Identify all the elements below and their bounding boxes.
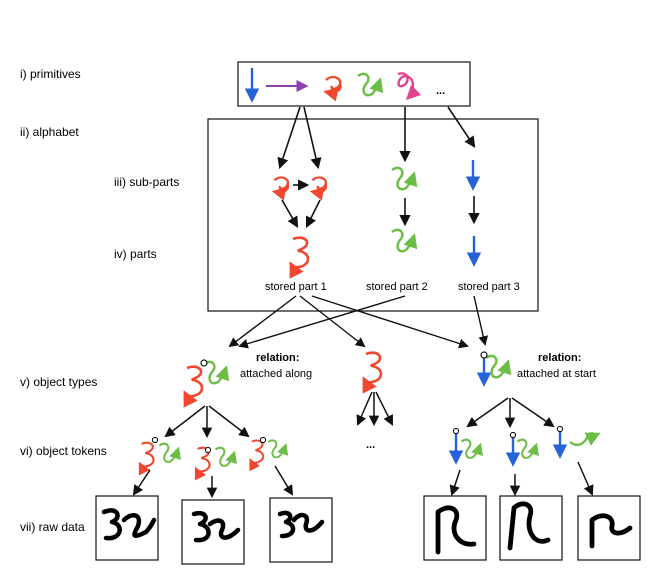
subpart-2	[392, 168, 414, 189]
stored-part-2: stored part 2	[366, 281, 428, 293]
raw-data-1	[95, 495, 159, 561]
relation-left-text: attached along	[240, 368, 312, 380]
relation-right-text: attached at start	[517, 368, 596, 380]
label-parts: iv) parts	[114, 247, 157, 261]
token-left-3	[251, 436, 286, 462]
primitive-to-subpart-arrows	[277, 106, 476, 170]
alphabet-box	[207, 118, 539, 312]
primitive-magenta-loop	[397, 72, 422, 101]
token-right-2	[505, 431, 536, 467]
primitives-box: ...	[237, 61, 471, 107]
primitives-ellipsis: ...	[436, 85, 445, 97]
token-to-raw-arrows	[132, 461, 594, 499]
label-raw-data: vii) raw data	[20, 520, 85, 534]
label-subparts: iii) sub-parts	[114, 175, 179, 189]
subpart-to-part-arrows	[281, 196, 480, 229]
object-type-middle	[364, 353, 381, 383]
part-2	[392, 230, 414, 251]
relation-left-title: relation:	[256, 352, 299, 364]
type-to-token-arrows	[164, 397, 555, 439]
label-primitives: i) primitives	[20, 67, 81, 81]
part-1	[291, 238, 308, 268]
token-right-3	[552, 425, 601, 459]
raw-data-2	[181, 499, 245, 565]
raw-data-3	[269, 497, 333, 563]
raw-data-6	[577, 495, 641, 561]
token-right-1	[448, 427, 480, 465]
label-alphabet: ii) alphabet	[20, 125, 79, 139]
subpart-1a	[274, 177, 288, 192]
raw-data-5	[499, 495, 563, 561]
stored-part-3: stored part 3	[458, 281, 520, 293]
type-ellipsis: ...	[366, 439, 375, 451]
object-type-right	[476, 351, 508, 387]
relation-right-title: relation:	[538, 352, 581, 364]
token-left-2	[196, 447, 234, 471]
part-to-type-arrows	[228, 295, 489, 349]
subpart-1b	[312, 177, 326, 192]
object-type-left	[185, 359, 226, 396]
stored-part-1: stored part 1	[265, 281, 327, 293]
token-left-1	[140, 436, 178, 466]
label-object-types: v) object types	[20, 375, 97, 389]
raw-data-4	[423, 495, 487, 561]
label-object-tokens: vi) object tokens	[20, 444, 107, 458]
middle-type-arrows	[356, 391, 393, 427]
